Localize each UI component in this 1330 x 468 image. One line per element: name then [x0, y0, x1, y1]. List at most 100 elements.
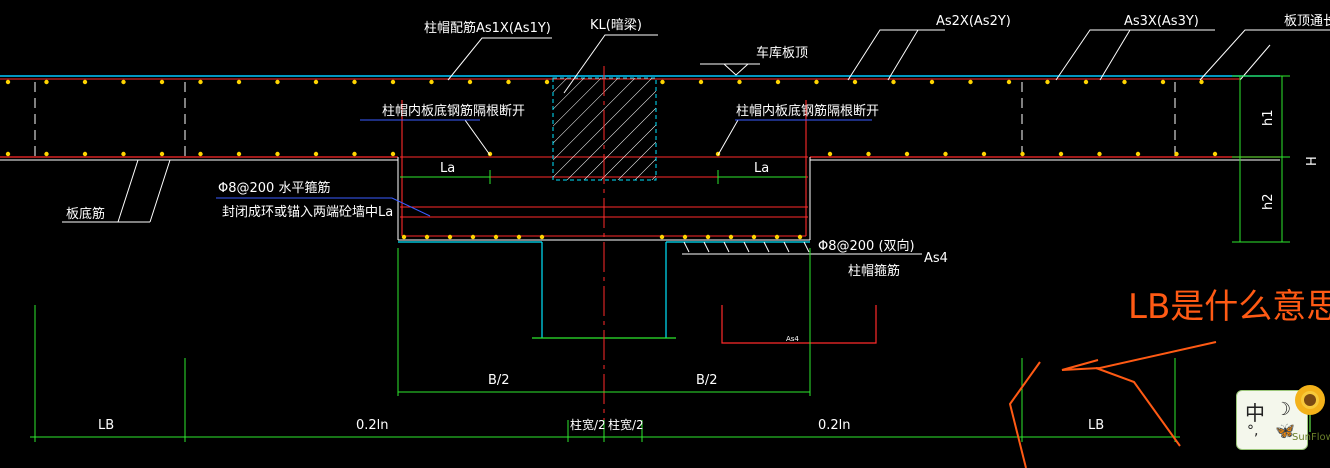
rebar-dot — [1045, 79, 1050, 85]
label-cap-stirrup-spec: Φ8@200 (双向) — [818, 238, 915, 254]
label-kl: KL(暗梁) — [590, 18, 642, 33]
rebar-dot — [1006, 79, 1012, 85]
height-dimensions — [1232, 75, 1290, 243]
rebar-dot — [814, 79, 819, 85]
rebar-dot — [1122, 79, 1127, 85]
rebar-dot — [470, 234, 476, 240]
rebar-dot — [236, 151, 242, 157]
ime-chinese-mode[interactable]: 中 — [1245, 401, 1265, 425]
cap-stirrup-ticks — [682, 241, 922, 255]
rebar-dot — [1020, 151, 1025, 157]
label-as4: As4 — [924, 251, 948, 266]
rebar-dot — [1097, 151, 1102, 157]
rebar-dot — [516, 234, 522, 240]
rebar-dot — [705, 234, 711, 240]
ime-punctuation[interactable]: °, — [1247, 423, 1259, 439]
label-slab-top: 车库板顶 — [756, 45, 808, 61]
rebar-dot — [682, 234, 688, 240]
rebar-dot — [82, 79, 88, 85]
label-h-stirrup-2: 封闭成环或锚入两端砼墙中La — [222, 205, 393, 220]
rebar-dot — [981, 151, 987, 157]
rebar-dot — [313, 151, 319, 157]
label-col-half-2: 柱宽/2 — [608, 417, 644, 432]
label-half-b-1: B/2 — [488, 373, 510, 388]
rebar-dot — [5, 79, 11, 85]
rebar-dot — [774, 234, 780, 240]
rebar-dot — [751, 234, 757, 240]
label-cap-stirrup: 柱帽箍筋 — [848, 263, 900, 279]
moon-icon[interactable]: ☽ — [1275, 399, 1292, 420]
label-half-b-2: B/2 — [696, 373, 718, 388]
rebar-dots — [5, 79, 1218, 240]
rebar-dot — [968, 79, 973, 85]
hand-drawn-arrow — [1008, 341, 1217, 468]
rebar-dot — [275, 79, 280, 85]
slab-outline — [0, 75, 1280, 241]
label-h2: h2 — [1261, 193, 1276, 210]
rebar-dot — [506, 79, 511, 85]
label-as2: As2X(As2Y) — [936, 14, 1011, 29]
label-as3: As3X(As3Y) — [1124, 14, 1199, 29]
rebar-dot — [1083, 79, 1089, 85]
rebar-dot — [797, 234, 803, 240]
rebar-dot — [275, 151, 280, 157]
rebar-dot — [198, 151, 203, 157]
label-H: H — [1305, 156, 1320, 166]
rebar-dot — [827, 151, 833, 157]
rebar-dot — [44, 151, 49, 157]
rebar-dot — [1174, 151, 1179, 157]
question-annotation: LB是什么意思 — [1128, 287, 1330, 327]
rebar-dot — [352, 151, 357, 157]
rebar-dot — [390, 151, 396, 157]
rebar-dot — [401, 234, 407, 240]
rebar-dot — [447, 234, 453, 240]
rebar-dot — [5, 151, 11, 157]
column — [398, 241, 810, 338]
butterfly-icon[interactable]: 🦋 — [1275, 421, 1295, 440]
rebar-dot — [198, 79, 203, 85]
section-lines — [34, 82, 1176, 156]
rebar-dot — [544, 79, 550, 85]
label-h1: h1 — [1261, 109, 1276, 126]
label-la-left: La — [440, 161, 455, 176]
rebar-dot — [44, 79, 49, 85]
sunflower-logo: SunFlow — [1290, 378, 1330, 448]
rebar-dot — [1212, 151, 1218, 157]
rebar-dot — [698, 79, 704, 85]
rebar-dot — [891, 79, 896, 85]
slab-top-marker — [700, 63, 760, 76]
rebar-dot — [159, 151, 165, 157]
rebar-dot — [121, 79, 126, 85]
rebar-dot — [121, 151, 126, 157]
rebar-dot — [775, 79, 781, 85]
label-ln-2: 0.2ln — [818, 418, 851, 433]
label-break-left: 柱帽内板底钢筋隔根断开 — [382, 103, 525, 119]
rebar-dot — [429, 79, 434, 85]
bottom-dimensions — [30, 248, 1180, 442]
rebar-dot — [660, 79, 665, 85]
label-ln-1: 0.2ln — [356, 418, 389, 433]
rebar-dot — [904, 151, 910, 157]
rebar-dot — [737, 79, 742, 85]
label-through-rebar: 板顶通长钢 — [1284, 14, 1330, 29]
rebar-dot — [659, 234, 665, 240]
label-bottom-rebar: 板底筋 — [66, 206, 105, 222]
label-col-half-1: 柱宽/2 — [570, 417, 606, 432]
rebar-dot — [539, 234, 545, 240]
label-la-right: La — [754, 161, 769, 176]
rebar-dot — [467, 79, 473, 85]
stirrup-leader — [216, 197, 431, 217]
as4-bracket — [721, 305, 877, 344]
label-lb-left: LB — [98, 418, 114, 433]
label-lb-right: LB — [1088, 418, 1104, 433]
rebar-dot — [866, 151, 871, 157]
brand-text: SunFlow — [1292, 432, 1330, 443]
rebar-dot — [82, 151, 88, 157]
rebar-dot — [1135, 151, 1141, 157]
rebar-dot — [852, 79, 858, 85]
rebar-dot — [236, 79, 242, 85]
rebar-dot — [352, 79, 357, 85]
rebar-dot — [159, 79, 165, 85]
rebar-dot — [390, 79, 396, 85]
